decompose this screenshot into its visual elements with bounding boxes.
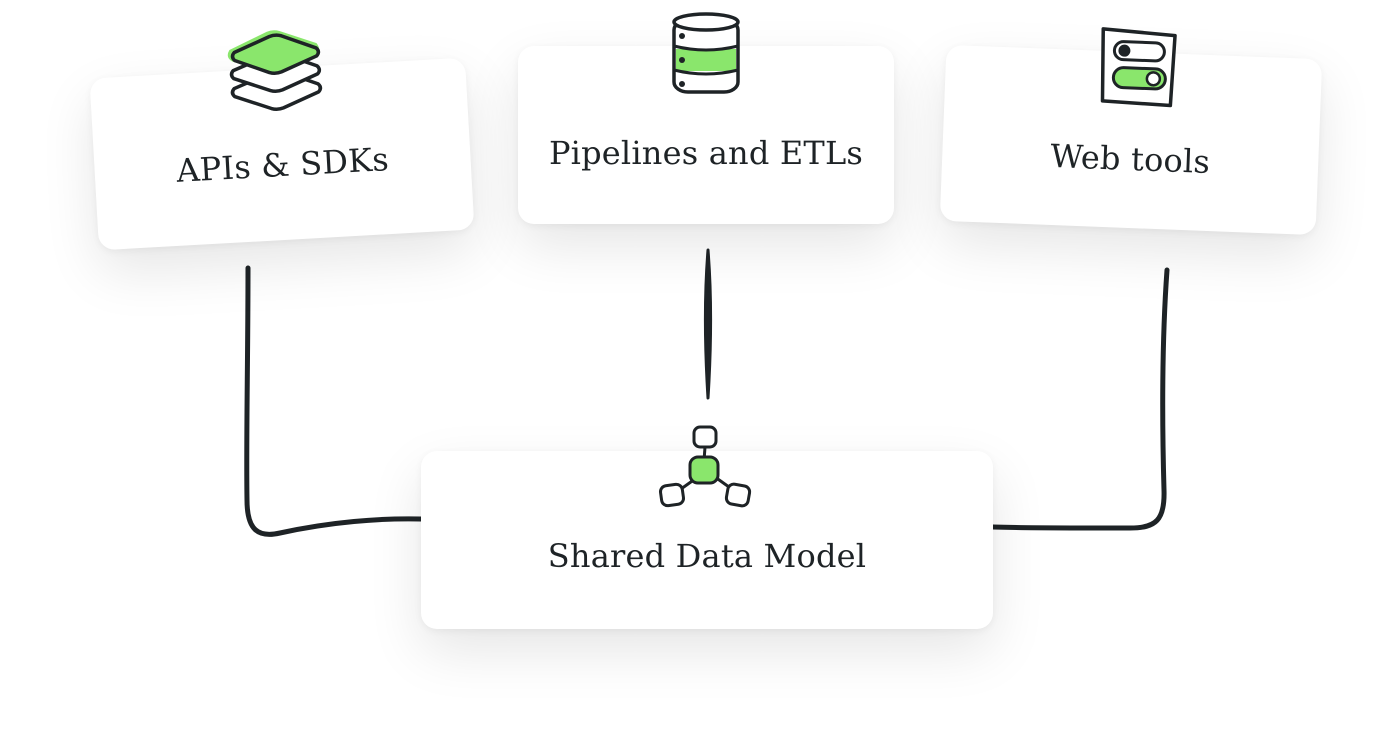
node-pipelines-etls: Pipelines and ETLs — [518, 12, 894, 224]
network-nodes-icon — [658, 425, 752, 508]
node-apis-sdks: APIs & SDKs — [89, 30, 475, 251]
node-label: Pipelines and ETLs — [548, 134, 864, 172]
connector-pipelines-to-model — [703, 248, 713, 400]
node-shared-data-model: Shared Data Model — [421, 425, 993, 629]
node-label: Web tools — [1049, 136, 1211, 182]
database-icon — [672, 12, 740, 94]
connector-web-to-model — [990, 267, 1170, 531]
toggle-switches-icon — [1100, 27, 1177, 108]
stacked-layers-icon — [227, 30, 323, 111]
node-label: Shared Data Model — [547, 537, 867, 575]
node-label: APIs & SDKs — [175, 140, 390, 190]
connector-apis-to-model — [244, 265, 424, 537]
node-web-tools: Web tools — [939, 27, 1323, 236]
